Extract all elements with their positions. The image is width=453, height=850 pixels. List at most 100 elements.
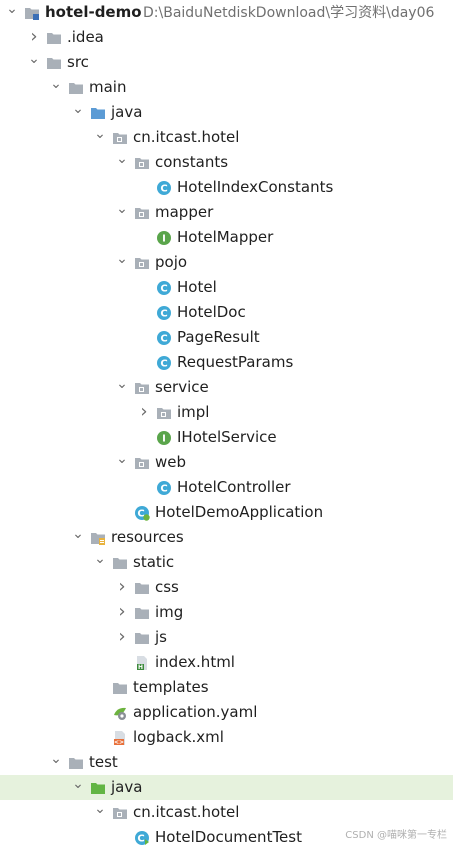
tree-item-label: mapper — [155, 203, 214, 221]
tree-item-label: pojo — [155, 253, 188, 271]
tree-row[interactable]: ⌄ service — [0, 375, 453, 400]
tree-row[interactable]: ⌄src — [0, 50, 453, 75]
svg-text:C: C — [160, 484, 167, 495]
tree-row[interactable]: ⌄ test — [0, 750, 453, 775]
test-root-icon — [90, 780, 106, 796]
svg-text:C: C — [160, 184, 167, 195]
chevron-right-icon[interactable]: › — [118, 601, 126, 622]
chevron-down-icon[interactable]: ⌄ — [116, 151, 128, 167]
tree-row[interactable]: ⌄ constants — [0, 150, 453, 175]
test-class-icon: C — [134, 830, 150, 846]
chevron-down-icon[interactable]: ⌄ — [116, 201, 128, 217]
tree-row[interactable]: C HotelDocumentTest — [0, 825, 453, 850]
tree-item-label: java — [111, 778, 143, 796]
tree-item-label: cn.itcast.hotel — [133, 128, 240, 146]
chevron-right-icon[interactable]: › — [140, 401, 148, 422]
tree-row[interactable]: ⌄static — [0, 550, 453, 575]
class-icon: C — [156, 280, 172, 296]
tree-item-label: HotelController — [177, 478, 291, 496]
tree-item-label: img — [155, 603, 184, 621]
folder-icon — [112, 680, 128, 696]
folder-icon — [68, 755, 84, 771]
tree-row[interactable]: C HotelIndexConstants — [0, 175, 453, 200]
tree-row[interactable]: ⌄resources — [0, 525, 453, 550]
chevron-right-icon[interactable]: › — [118, 626, 126, 647]
tree-item-label: js — [155, 628, 167, 646]
tree-row[interactable]: ⌄ web — [0, 450, 453, 475]
tree-item-label: IHotelService — [177, 428, 277, 446]
folder-icon — [46, 30, 62, 46]
chevron-down-icon[interactable]: ⌄ — [116, 251, 128, 267]
module-folder-icon — [24, 5, 40, 21]
tree-row[interactable]: application.yaml — [0, 700, 453, 725]
resources-root-icon — [90, 530, 106, 546]
tree-item-label: constants — [155, 153, 229, 171]
tree-row[interactable]: ⌄ pojo — [0, 250, 453, 275]
svg-text:C: C — [137, 834, 144, 845]
package-icon — [112, 805, 128, 821]
chevron-down-icon[interactable]: ⌄ — [50, 76, 62, 92]
chevron-down-icon[interactable]: ⌄ — [94, 551, 106, 567]
folder-icon — [134, 605, 150, 621]
tree-item-label: index.html — [155, 653, 235, 671]
chevron-down-icon[interactable]: ⌄ — [94, 801, 106, 817]
tree-row[interactable]: <>logback.xml — [0, 725, 453, 750]
tree-row[interactable]: ⌄ mapper — [0, 200, 453, 225]
tree-item-label: .idea — [67, 28, 104, 46]
project-path: D:\BaiduNetdiskDownload\学习资料\day06 — [143, 5, 435, 21]
chevron-down-icon[interactable]: ⌄ — [72, 776, 84, 792]
html-file-icon: H — [134, 655, 150, 671]
svg-text:C: C — [160, 284, 167, 295]
chevron-down-icon[interactable]: ⌄ — [50, 751, 62, 767]
package-icon — [134, 155, 150, 171]
tree-item-label: HotelIndexConstants — [177, 178, 334, 196]
tree-item-label: PageResult — [177, 328, 260, 346]
tree-row[interactable]: C RequestParams — [0, 350, 453, 375]
tree-item-label: HotelDocumentTest — [155, 828, 302, 846]
tree-row[interactable]: templates — [0, 675, 453, 700]
chevron-down-icon[interactable]: ⌄ — [94, 126, 106, 142]
tree-item-label: java — [111, 103, 143, 121]
tree-item-label: hotel-demo — [45, 3, 142, 21]
chevron-down-icon[interactable]: ⌄ — [72, 526, 84, 542]
chevron-right-icon[interactable]: › — [118, 576, 126, 597]
chevron-down-icon[interactable]: ⌄ — [116, 451, 128, 467]
tree-row[interactable]: ›css — [0, 575, 453, 600]
chevron-down-icon[interactable]: ⌄ — [116, 376, 128, 392]
tree-item-label: test — [89, 753, 118, 771]
chevron-right-icon[interactable]: › — [30, 26, 38, 47]
tree-item-label: RequestParams — [177, 353, 294, 371]
tree-row[interactable]: C HotelController — [0, 475, 453, 500]
tree-row[interactable]: ⌄ java — [0, 775, 453, 800]
tree-row[interactable]: ⌄cn.itcast.hotel — [0, 800, 453, 825]
tree-row[interactable]: › .idea — [0, 25, 453, 50]
svg-text:C: C — [160, 359, 167, 370]
source-root-icon — [90, 105, 106, 121]
chevron-down-icon[interactable]: ⌄ — [6, 1, 18, 17]
tree-item-label: HotelMapper — [177, 228, 274, 246]
tree-row[interactable]: ›impl — [0, 400, 453, 425]
tree-row[interactable]: ⌄ cn.itcast.hotel — [0, 125, 453, 150]
folder-icon — [134, 580, 150, 596]
folder-icon — [134, 630, 150, 646]
tree-row[interactable]: › js — [0, 625, 453, 650]
tree-row[interactable]: ⌄main — [0, 75, 453, 100]
tree-item-label: web — [155, 453, 187, 471]
tree-row[interactable]: › img — [0, 600, 453, 625]
yaml-config-icon — [112, 705, 128, 721]
tree-row[interactable]: ⌄ java — [0, 100, 453, 125]
chevron-down-icon[interactable]: ⌄ — [72, 101, 84, 117]
tree-item-label: service — [155, 378, 209, 396]
xml-file-icon: <> — [112, 730, 128, 746]
folder-icon — [68, 80, 84, 96]
class-icon: C — [156, 355, 172, 371]
chevron-down-icon[interactable]: ⌄ — [28, 51, 40, 67]
